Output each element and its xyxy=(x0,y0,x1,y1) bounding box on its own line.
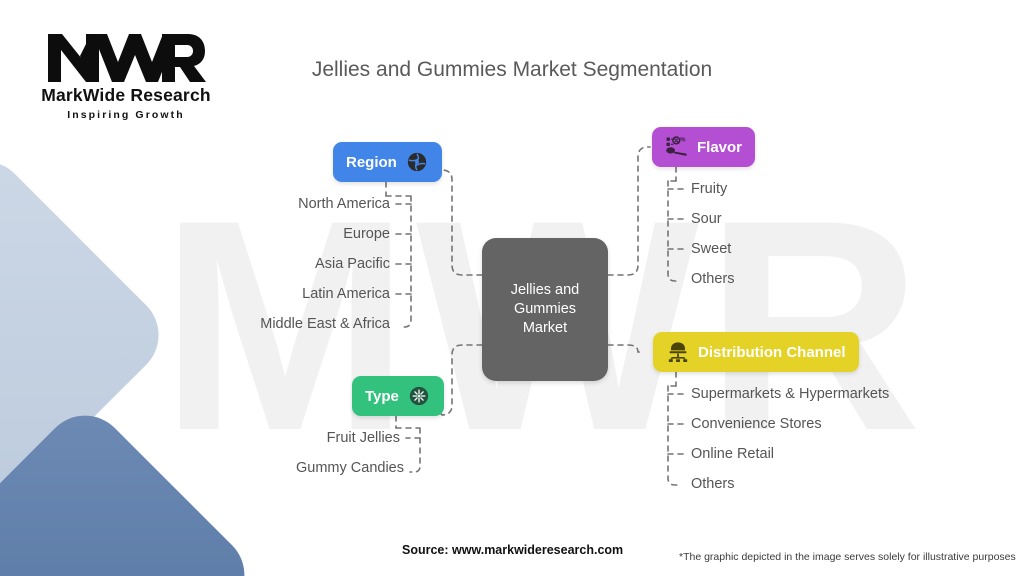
leaf-distribution-supermarkets: Supermarkets & Hypermarkets xyxy=(691,386,890,402)
connector-center-distribution xyxy=(607,344,642,353)
category-label-region: Region xyxy=(346,153,397,171)
leaf-type-gummy-candies: Gummy Candies xyxy=(296,460,404,476)
category-badge-distribution-channel[interactable]: Distribution Channel xyxy=(653,332,859,372)
distribution-network-icon xyxy=(666,340,690,364)
center-node-label: Jellies and Gummies Market xyxy=(511,281,580,338)
connector-center-region xyxy=(424,161,483,276)
leaf-region-latin-america: Latin America xyxy=(302,286,390,302)
leaf-type-fruit-jellies: Fruit Jellies xyxy=(326,430,400,446)
leaf-flavor-sweet: Sweet xyxy=(691,241,732,257)
leaf-region-north-america: North America xyxy=(298,196,390,212)
page-title: Jellies and Gummies Market Segmentation xyxy=(311,58,713,81)
connector-region-trunk xyxy=(385,195,412,328)
category-label-flavor: Flavor xyxy=(697,138,743,156)
connector-flavor-trunk xyxy=(667,180,680,282)
burst-circle-icon xyxy=(407,384,431,408)
leaf-region-middle-east-africa: Middle East & Africa xyxy=(260,316,390,332)
center-node: Jellies and Gummies Market xyxy=(482,238,608,381)
category-label-distribution-channel: Distribution Channel xyxy=(698,343,846,361)
leaf-flavor-fruity: Fruity xyxy=(691,181,728,197)
brand-tagline: Inspiring Growth xyxy=(67,109,185,121)
connector-center-type xyxy=(429,344,483,416)
disclaimer-text: *The graphic depicted in the image serve… xyxy=(679,551,1016,563)
globe-icon xyxy=(405,150,429,174)
category-label-type: Type xyxy=(365,387,399,405)
leaf-distribution-others: Others xyxy=(691,476,735,492)
brand-logo: MarkWide Research Inspiring Growth xyxy=(26,28,226,121)
connector-type-trunk xyxy=(395,427,421,473)
leaf-region-asia-pacific: Asia Pacific xyxy=(315,256,390,272)
center-node-line-1: Jellies and xyxy=(510,281,580,298)
center-node-line-3: Market xyxy=(522,320,568,337)
connector-center-flavor xyxy=(607,146,651,276)
center-node-line-2: Gummies xyxy=(513,300,577,317)
connector-dist-trunk xyxy=(667,385,680,486)
leaf-flavor-others: Others xyxy=(691,271,735,287)
category-badge-type[interactable]: Type xyxy=(352,376,444,416)
source-text: Source: www.markwideresearch.com xyxy=(402,543,624,557)
mwr-logo-icon xyxy=(48,34,206,82)
leaf-flavor-sour: Sour xyxy=(691,211,722,227)
category-badge-region[interactable]: Region xyxy=(333,142,442,182)
leaf-distribution-online-retail: Online Retail xyxy=(691,446,775,462)
leaf-distribution-convenience-stores: Convenience Stores xyxy=(691,416,822,432)
category-badge-flavor[interactable]: % Flavor xyxy=(652,127,756,167)
svg-text:%: % xyxy=(680,137,686,143)
leaf-region-europe: Europe xyxy=(343,226,390,242)
brand-name: MarkWide Research xyxy=(41,85,211,105)
flavor-spoon-icon: % xyxy=(665,135,689,159)
